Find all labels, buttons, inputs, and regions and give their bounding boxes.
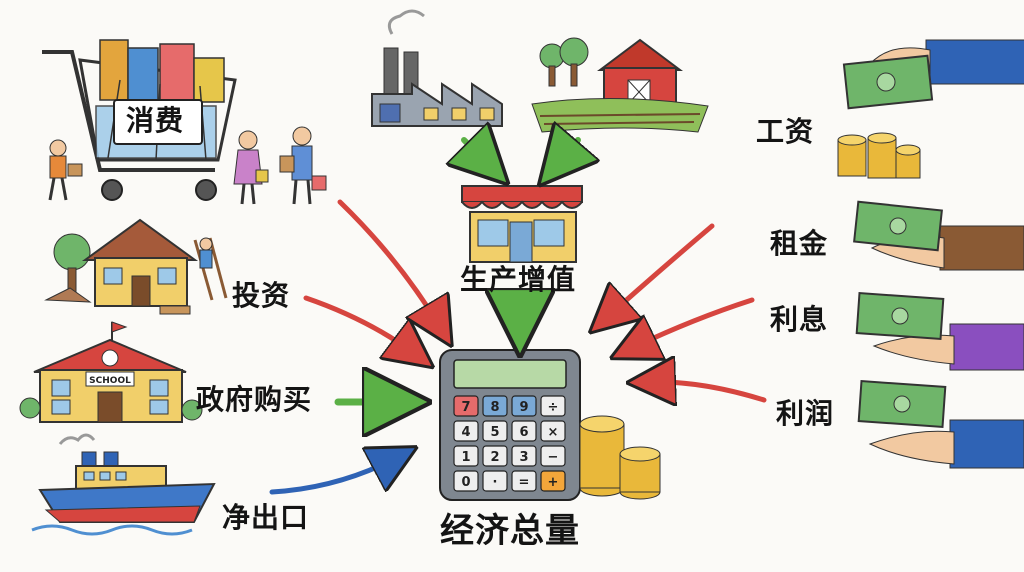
rent-arrow — [628, 297, 755, 350]
rent-money-hand-icon — [853, 200, 1024, 271]
cargo-ship-icon — [31, 433, 216, 536]
calculator-key — [453, 395, 479, 417]
calculator-key-label: 1 — [461, 450, 470, 465]
investment-arrow — [303, 295, 418, 356]
net-exports-arrow — [269, 456, 400, 495]
calculator-key — [453, 470, 479, 492]
calculator-key — [540, 445, 566, 467]
calculator-key — [540, 470, 566, 492]
calculator-key — [511, 395, 537, 417]
consumption-label: 消费 — [126, 104, 185, 137]
calculator-key — [540, 395, 566, 417]
factory-icon — [371, 9, 503, 127]
consumption-arrow — [337, 199, 442, 330]
wages-label: 工资 — [756, 115, 815, 148]
production-label: 生产增值 — [460, 263, 577, 296]
farm-to-shop-arrow — [554, 140, 578, 168]
calculator-key-label: 5 — [490, 425, 499, 440]
calculator-key-label: 9 — [519, 400, 528, 415]
calculator-key — [540, 420, 566, 442]
calculator-key — [482, 395, 508, 417]
calculator-key-label: 6 — [519, 425, 528, 440]
calculator-key — [482, 445, 508, 467]
government-label: 政府购买 — [196, 383, 313, 416]
wage-arrow — [604, 223, 715, 320]
calculator-key-label: 7 — [461, 400, 470, 415]
calculator-key — [511, 445, 537, 467]
calculator-key-label: 2 — [490, 450, 499, 465]
shop-store-icon — [461, 185, 583, 263]
net-exports-label: 净出口 — [222, 501, 310, 534]
calculator-key-label: × — [548, 425, 559, 440]
calculator-key-label: + — [548, 475, 559, 490]
calculator-icon: 7 8 9 ÷ 4 5 6 × 1 2 3 − 0 · = + — [439, 349, 581, 501]
calculator-key-label: ÷ — [548, 400, 559, 415]
flow-arrows — [269, 140, 767, 495]
calculator-key — [453, 420, 479, 442]
interest-label: 利息 — [770, 303, 829, 336]
calculator-key — [482, 470, 508, 492]
factory-to-shop-arrow — [464, 140, 492, 168]
school-sign-text: SCHOOL — [89, 376, 131, 386]
shoppers-figures — [48, 126, 327, 205]
coin-stack-icon — [579, 415, 661, 500]
wage-money-hand-icon — [842, 39, 1024, 110]
house-construction-icon — [44, 218, 228, 315]
calculator-key-label: 0 — [461, 475, 470, 490]
profit-label: 利润 — [776, 397, 835, 430]
calculator-key — [453, 445, 479, 467]
profit-money-hand-icon — [857, 380, 1024, 469]
school-building-icon: SCHOOL — [19, 321, 203, 423]
rent-label: 租金 — [770, 227, 829, 260]
interest-money-hand-icon — [855, 292, 1024, 371]
calculator-key-label: 4 — [461, 425, 470, 440]
calculator-key — [511, 470, 537, 492]
calculator-keypad: 7 8 9 ÷ 4 5 6 × 1 2 3 − 0 · = + — [453, 395, 566, 492]
shopping-cart-icon — [42, 39, 237, 201]
calculator-key-label: 8 — [490, 400, 499, 415]
investment-label: 投资 — [232, 279, 291, 312]
calculator-key — [482, 420, 508, 442]
calculator-key-label: − — [548, 450, 559, 465]
calculator-key — [511, 420, 537, 442]
total-label: 经济总量 — [440, 511, 580, 551]
wage-coins-icon — [837, 132, 921, 179]
farm-barn-icon — [531, 37, 709, 133]
profit-arrow — [646, 382, 767, 400]
calculator-key-label: · — [493, 475, 498, 490]
calculator-key-label: = — [519, 475, 530, 490]
calculator-key-label: 3 — [519, 450, 528, 465]
